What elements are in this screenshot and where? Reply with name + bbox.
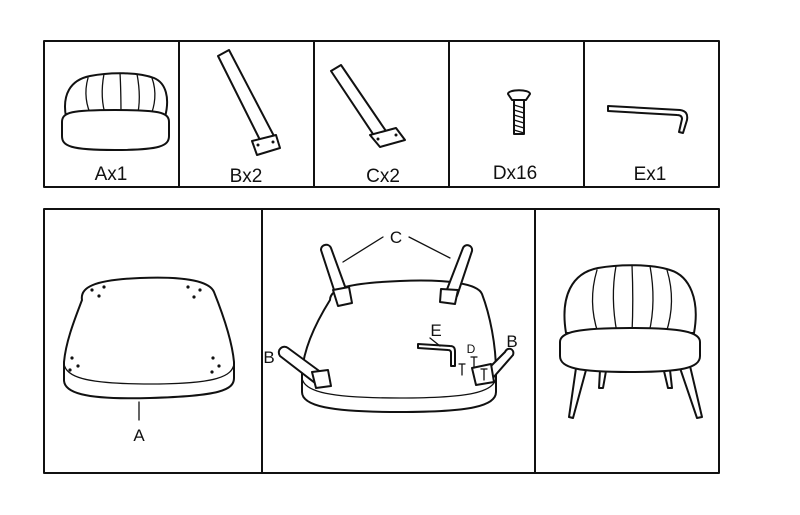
allen-key-icon	[417, 343, 456, 367]
leg-icon	[217, 49, 281, 156]
leader-line	[342, 236, 384, 263]
chair-icon	[559, 264, 703, 419]
part-label: Ax1	[95, 164, 128, 185]
callout-a: A	[133, 426, 145, 445]
seat-bottom-icon	[63, 276, 235, 400]
leg-icon	[439, 244, 474, 305]
part-c-cell: Cx2	[330, 64, 406, 187]
leg-icon	[330, 64, 406, 148]
part-d-cell: Dx16	[493, 89, 537, 184]
callout-c: C	[390, 228, 402, 247]
allen-key-icon	[607, 105, 689, 134]
part-label: Ex1	[634, 164, 667, 185]
part-a-cell: Ax1	[61, 72, 170, 185]
part-e-cell: Ex1	[607, 105, 689, 185]
callout-e: E	[430, 321, 441, 340]
leg-icon	[277, 345, 332, 389]
leg-icon	[320, 243, 353, 307]
step-1-panel: A	[63, 276, 235, 445]
step-2-panel: C B B E D	[263, 228, 518, 413]
parts-table: Ax1 Bx2 Cx2	[43, 40, 720, 188]
callout-d: D	[467, 342, 476, 356]
screw-icon	[458, 356, 488, 381]
screw-icon	[507, 89, 531, 135]
leader-line	[408, 236, 451, 259]
callout-b-left: B	[263, 348, 274, 367]
leader-line	[429, 337, 441, 347]
steps-table: A	[43, 208, 720, 474]
callout-b-right: B	[506, 332, 517, 351]
part-label: Bx2	[230, 166, 263, 187]
step-3-panel	[559, 264, 703, 419]
parts-table-frame	[43, 40, 720, 188]
steps-table-frame	[43, 208, 720, 474]
part-b-cell: Bx2	[217, 49, 281, 187]
leg-icon	[471, 347, 515, 386]
seat-icon	[61, 72, 170, 151]
part-label: Cx2	[366, 166, 400, 187]
seat-bottom-icon	[301, 279, 497, 413]
part-label: Dx16	[493, 163, 537, 184]
